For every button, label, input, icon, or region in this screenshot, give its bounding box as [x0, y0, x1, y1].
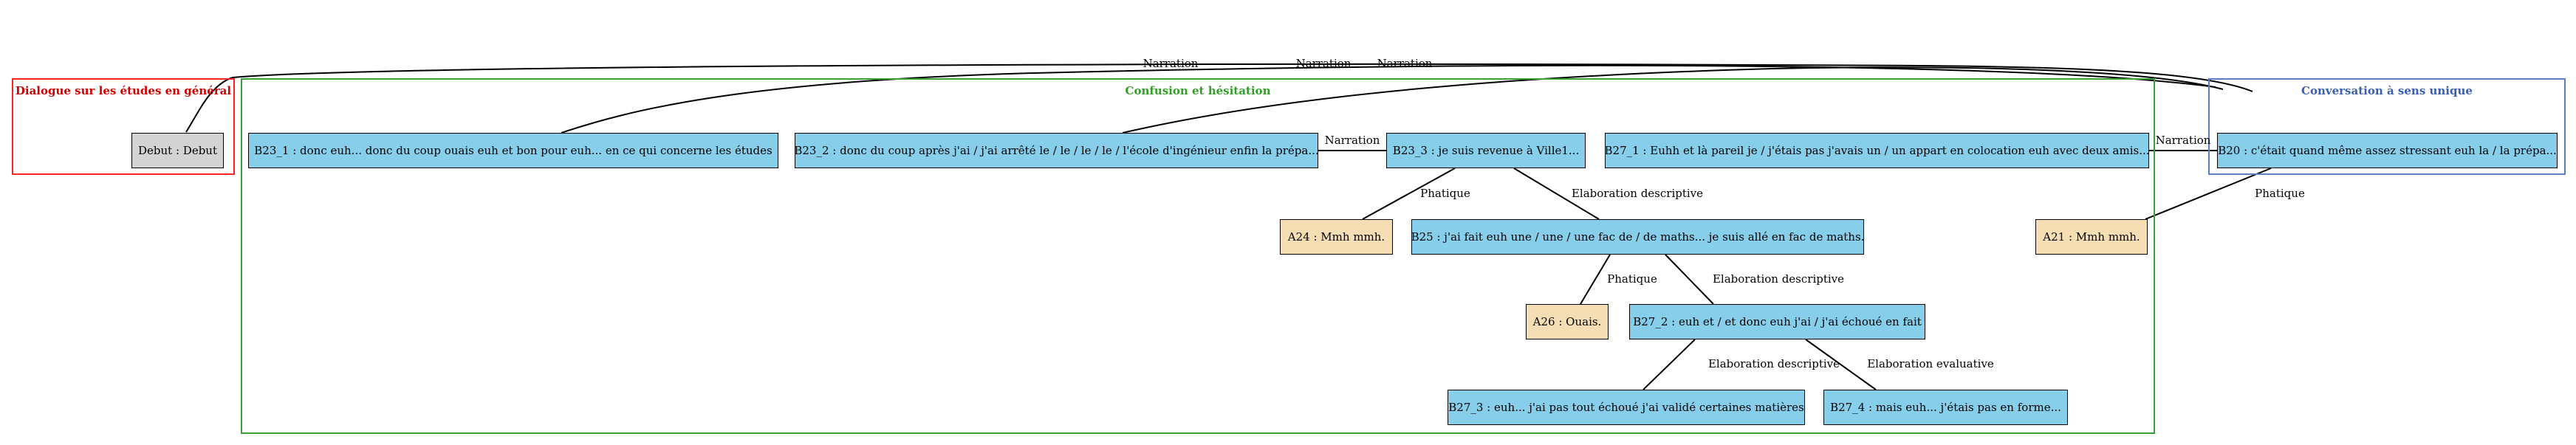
node-label: B27_2 : euh et / et donc euh j'ai / j'ai…	[1633, 315, 1922, 328]
node-a21[interactable]: A21 : Mmh mmh.	[2035, 219, 2148, 255]
edge-label-elaboration-descriptive: Elaboration descriptive	[1571, 187, 1704, 200]
node-label: B25 : j'ai fait euh une / une / une fac …	[1411, 230, 1864, 244]
node-label: Debut : Debut	[138, 144, 217, 157]
edge-label-elaboration-descriptive: Elaboration descriptive	[1712, 272, 1845, 286]
node-a26[interactable]: A26 : Ouais.	[1526, 304, 1609, 339]
edge-b23-1-b20	[561, 64, 2216, 134]
edge-label-narration: Narration	[1377, 57, 1433, 70]
edge-b23-3-b25	[1513, 168, 1600, 220]
cluster-title: Dialogue sur les études en général	[15, 84, 232, 97]
edge-b25-a26	[1580, 254, 1611, 305]
edge-label-narration: Narration	[1295, 57, 1352, 70]
cluster-general: Dialogue sur les études en général	[12, 78, 235, 175]
edge-debut-b20	[185, 63, 2253, 133]
node-label: B23_1 : donc euh... donc du coup ouais e…	[254, 144, 773, 157]
edge-b23-2-b20	[1122, 66, 2224, 134]
node-a24[interactable]: A24 : Mmh mmh.	[1280, 219, 1393, 255]
node-b27-3[interactable]: B27_3 : euh... j'ai pas tout échoué j'ai…	[1448, 390, 1805, 425]
edge-label-phatique: Phatique	[1607, 272, 1657, 286]
edge-b23-3-a24	[1362, 168, 1456, 220]
edge-label-elaboration-descriptive: Elaboration descriptive	[1707, 357, 1840, 370]
node-label: B27_4 : mais euh... j'étais pas en forme…	[1830, 401, 2061, 414]
node-b27-4[interactable]: B27_4 : mais euh... j'étais pas en forme…	[1823, 390, 2068, 425]
node-b23-2[interactable]: B23_2 : donc du coup après j'ai / j'ai a…	[795, 133, 1318, 168]
node-label: B27_1 : Euhh et là pareil je / j'étais p…	[1605, 144, 2149, 157]
node-debut[interactable]: Debut : Debut	[131, 133, 224, 168]
edge-label-phatique: Phatique	[1420, 187, 1470, 200]
edge-label-elaboration-evaluative: Elaboration evaluative	[1867, 357, 1994, 370]
node-label: B27_3 : euh... j'ai pas tout échoué j'ai…	[1448, 401, 1804, 414]
edge-b27-2-b27-4	[1805, 339, 1877, 390]
node-label: A24 : Mmh mmh.	[1287, 230, 1385, 244]
node-b23-1[interactable]: B23_1 : donc euh... donc du coup ouais e…	[248, 133, 778, 168]
edge-b20-a21	[2145, 168, 2272, 220]
node-label: B20 : c'était quand même assez stressant…	[2218, 144, 2557, 157]
node-label: B23_3 : je suis revenue à Ville1...	[1392, 144, 1580, 157]
node-label: A26 : Ouais.	[1532, 315, 1602, 328]
cluster-title: Conversation à sens unique	[2301, 84, 2473, 97]
edge-label-narration: Narration	[1324, 134, 1380, 147]
node-b20[interactable]: B20 : c'était quand même assez stressant…	[2217, 133, 2558, 168]
edge-b27-2-b27-3	[1642, 339, 1696, 390]
node-b27-1[interactable]: B27_1 : Euhh et là pareil je / j'étais p…	[1605, 133, 2149, 168]
cluster-unique: Conversation à sens unique	[2208, 78, 2566, 175]
edge-label-phatique: Phatique	[2255, 187, 2305, 200]
cluster-confusion: Confusion et hésitation	[241, 78, 2155, 434]
node-label: B23_2 : donc du coup après j'ai / j'ai a…	[795, 144, 1318, 157]
edge-label-narration: Narration	[1143, 57, 1199, 70]
node-b27-2[interactable]: B27_2 : euh et / et donc euh j'ai / j'ai…	[1629, 304, 1925, 339]
node-b23-3[interactable]: B23_3 : je suis revenue à Ville1...	[1386, 133, 1586, 168]
node-b25[interactable]: B25 : j'ai fait euh une / une / une fac …	[1411, 219, 1864, 255]
cluster-title: Confusion et hésitation	[1125, 84, 1271, 97]
edge-label-narration: Narration	[2155, 134, 2211, 147]
edge-b25-b27-2	[1665, 254, 1714, 305]
node-label: A21 : Mmh mmh.	[2043, 230, 2140, 244]
